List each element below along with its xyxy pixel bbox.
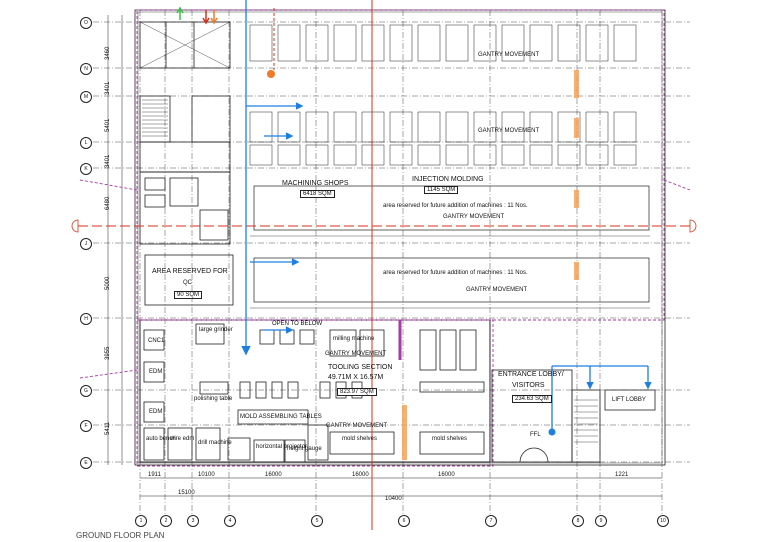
dim-bottom: 16000 — [265, 472, 282, 478]
grid-bubble-left: E — [80, 457, 92, 469]
dim-left: 5411 — [105, 422, 111, 435]
area-reserved-label: AREA RESERVED FOR — [152, 268, 228, 275]
edm-label: EDM — [149, 409, 163, 415]
machining-shops-label: MACHINING SHOPS — [282, 180, 349, 187]
section-markers — [71, 219, 697, 233]
dim-left: 3401 — [105, 81, 111, 95]
visitors-label: VISITORS — [512, 382, 545, 389]
area-reserved-sub: QC — [183, 280, 192, 286]
area-reserved-sqm: 90 SQM — [174, 291, 203, 300]
ffl-label: FFL — [530, 432, 541, 438]
dim-left: 5401 — [105, 118, 111, 132]
dim-left: 3460 — [105, 46, 111, 60]
cnc1-label: CNC1 — [148, 338, 165, 344]
grid-bubble-bottom: 5 — [311, 515, 323, 527]
tooling-dims-label: 49.71M X 16.57M — [328, 374, 384, 381]
auto-bench-label: auto bench — [146, 436, 176, 442]
mold-shelves-label: mold shelves — [342, 436, 378, 442]
machining-area-label: 6418 SQM — [300, 190, 335, 199]
gantry-label: GANTRY MOVEMENT — [325, 351, 387, 357]
grid-bubble-bottom: 1 — [135, 515, 147, 527]
gantry-label: GANTRY MOVEMENT — [478, 52, 540, 58]
grid-bubble-left: F — [80, 420, 92, 432]
grid-bubble-bottom: 2 — [160, 515, 172, 527]
dim-bottom-2: 15100 — [178, 490, 195, 496]
gantry-label: GANTRY MOVEMENT — [466, 287, 528, 293]
structural-outlines — [82, 9, 690, 520]
dim-bottom: 1221 — [615, 472, 629, 478]
drill-machine-label: drill machine — [198, 440, 232, 446]
grid-bubble-left: L — [80, 137, 92, 149]
grid-bubble-left: K — [80, 163, 92, 175]
floor-plan-title: GROUND FLOOR PLAN — [76, 531, 165, 540]
grid-bubble-bottom: 7 — [485, 515, 497, 527]
grid-bubble-left: N — [80, 63, 92, 75]
future-area-label: area reserved for future addition of mac… — [383, 203, 528, 209]
dim-left: 5000 — [105, 276, 111, 290]
orange-columns — [402, 70, 579, 460]
machine-rows-top — [249, 24, 637, 166]
height-gauge-label: height gauge — [287, 446, 322, 452]
tooling-area-label: 823.97 SQM — [337, 388, 377, 397]
future-area-label: area reserved for future addition of mac… — [383, 270, 528, 276]
magenta-dashed-outlines — [79, 9, 691, 467]
dim-bottom: 10100 — [198, 472, 215, 478]
mold-assembling-label: MOLD ASSEMBLING TABLES — [240, 414, 322, 420]
dim-left: 6480 — [105, 196, 111, 210]
lobby-area-label: 234.63 SQM — [512, 395, 552, 404]
grid-bubble-bottom: 8 — [572, 515, 584, 527]
dim-left: 3401 — [105, 154, 111, 168]
dim-bottom: 16000 — [352, 472, 369, 478]
edm-label: EDM — [149, 369, 163, 375]
grid-bubble-left: J — [80, 238, 92, 250]
grid-bubble-bottom: 10 — [657, 515, 669, 527]
mezzanine-label: OPEN TO BELOW — [272, 321, 323, 327]
dim-bottom: 1911 — [148, 472, 161, 478]
gantry-label: GANTRY MOVEMENT — [443, 214, 505, 220]
grid-bubble-left: H — [80, 313, 92, 325]
wire-edm-label: wire edm — [170, 436, 195, 442]
gantry-label: GANTRY MOVEMENT — [478, 128, 540, 134]
grid-bubble-bottom: 4 — [224, 515, 236, 527]
milling-machine-label: milling machine — [333, 336, 375, 342]
grid-bubble-bottom: 9 — [595, 515, 607, 527]
orange-marker — [267, 70, 275, 78]
blue-entry-dot — [548, 428, 556, 436]
injection-molding-label: INJECTION MOLDING — [412, 176, 484, 183]
grid-bubble-left: M — [80, 91, 92, 103]
grid-bubble-bottom: 3 — [187, 515, 199, 527]
dim-bottom-2: 10400 — [385, 496, 402, 502]
polishing-table-label: polishing table — [194, 396, 233, 402]
top-arrows — [176, 6, 218, 25]
entrance-lobby-label: ENTRANCE LOBBY/ — [498, 371, 564, 378]
dim-bottom: 16000 — [438, 472, 455, 478]
horizontal-projector-label: horizontal projector — [256, 444, 308, 450]
grid-bubble-left: O — [80, 17, 92, 29]
gantry-label: GANTRY MOVEMENT — [326, 423, 388, 429]
large-grinder-label: large grinder — [199, 327, 233, 333]
grid-bubble-bottom: 6 — [398, 515, 410, 527]
tooling-section-label: TOOLING SECTION — [328, 364, 393, 371]
blue-flow-arrows — [241, 0, 652, 430]
mold-shelves-label: mold shelves — [432, 436, 468, 442]
grid-bubble-left: G — [80, 385, 92, 397]
lift-lobby-label: LIFT LOBBY — [612, 397, 646, 403]
red-section-lines — [78, 0, 690, 530]
injection-area-label: 1145 SQM — [424, 186, 459, 195]
dim-left: 3955 — [105, 346, 111, 360]
